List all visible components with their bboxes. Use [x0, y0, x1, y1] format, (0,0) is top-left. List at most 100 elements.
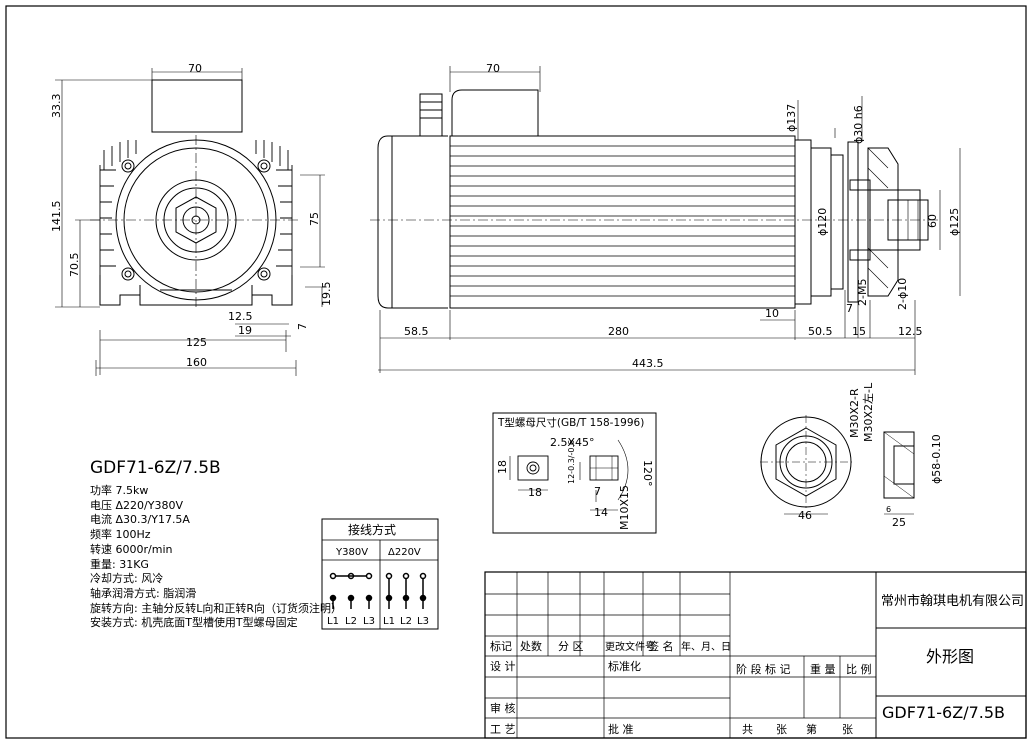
tb-zone: 分 区 — [558, 640, 584, 653]
nut-small: 6 — [886, 505, 891, 514]
spec-row: 安装方式: 机壳底面T型槽使用T型螺母固定 — [90, 616, 342, 631]
spindle-nut-view — [760, 415, 915, 515]
tb-process: 工 艺 — [490, 723, 516, 736]
tnut-title: T型螺母尺寸(GB/T 158-1996) — [497, 416, 644, 429]
dim-box-width: 70 — [486, 62, 500, 75]
spec-value: 6000r/min — [115, 542, 173, 556]
spec-value: 31KG — [119, 557, 149, 571]
tb-company: 常州市翰琪电机有限公司 — [881, 593, 1024, 609]
spec-row: 转速 6000r/min — [90, 543, 342, 558]
tb-approve: 批 准 — [608, 722, 634, 736]
tb-page: 第 — [806, 722, 817, 736]
spindle-nut-section — [867, 147, 899, 297]
tb-scale: 比 例 — [846, 662, 872, 676]
dim-top-height: 33.3 — [50, 94, 63, 119]
dim-slot-pitch: 19 — [238, 324, 252, 337]
spec-label: 冷却方式: — [90, 572, 138, 586]
tnut-thread: M10X15 — [618, 485, 631, 530]
tb-design: 设 计 — [490, 660, 516, 673]
spec-label: 旋转方向: — [90, 601, 138, 615]
tnut-angle: 120° — [641, 460, 654, 487]
tnut-w18: 18 — [528, 486, 542, 499]
spec-row: 重量: 31KG — [90, 558, 342, 573]
dim-shaft-len2: 12.5 — [898, 325, 923, 338]
wiring-terminal-6: L3 — [417, 616, 429, 627]
body-fin-lines — [450, 145, 795, 297]
dim-slot-depth: 7 — [296, 323, 309, 330]
tb-model: GDF71-6Z/7.5B — [882, 703, 1005, 722]
spec-label: 功率 — [90, 484, 112, 497]
nut-od: ϕ58-0.10 — [930, 434, 943, 484]
dim-small-7: 7 — [846, 302, 853, 315]
spec-value: Δ220/Y380V — [115, 498, 183, 512]
dim-overall-height: 141.5 — [50, 201, 63, 233]
wiring-d-label: Δ220V — [388, 547, 421, 558]
tnut-section: T型螺母尺寸(GB/T 158-1996) 2.5X45° 18 18 12-0… — [492, 412, 657, 534]
spec-value: 100Hz — [115, 528, 151, 542]
tb-mark: 标记 — [490, 639, 512, 653]
wiring-title: 接线方式 — [348, 522, 396, 537]
tb-review: 审 核 — [490, 701, 516, 715]
tb-date: 年、月、日 — [681, 640, 731, 653]
dim-foot-height: 19.5 — [320, 282, 333, 307]
dim-foot-span: 125 — [186, 336, 207, 349]
dim-inner: 60 — [926, 214, 939, 228]
nut-len: 25 — [892, 516, 906, 529]
tnut-tol: 12-0.3/-0.6 — [567, 440, 576, 484]
dim-overall-width: 160 — [186, 356, 207, 369]
dim-shaft-len1: 15 — [852, 325, 866, 338]
spec-row: 电流 Δ30.3/Y17.5A — [90, 513, 342, 528]
dim-center-height: 70.5 — [68, 253, 81, 278]
spec-value: 脂润滑 — [163, 586, 197, 600]
wiring-terminal-1: L1 — [327, 616, 339, 627]
tb-doc: 更改文件号 — [605, 640, 655, 653]
dim-slot-width: 12.5 — [228, 310, 253, 323]
spec-label: 转速 — [90, 542, 112, 556]
front-flange — [847, 141, 859, 303]
wiring-terminal-4: L1 — [383, 616, 395, 627]
tb-weight: 重 量 — [810, 662, 836, 676]
dim-gap: 10 — [765, 307, 779, 320]
terminal-box-front — [151, 79, 243, 133]
terminal-box-side — [451, 89, 539, 136]
spec-row: 冷却方式: 风冷 — [90, 572, 342, 587]
nut-thread-r: M30X2-R — [848, 388, 861, 438]
spec-row: 旋转方向: 主轴分反转L向和正转R向（订货须注明） — [90, 602, 342, 617]
dim-body-dia: ϕ137 — [785, 104, 798, 132]
dim-hole-spacing: 75 — [308, 212, 321, 226]
dim-spigot-dia: ϕ120 — [816, 208, 829, 236]
dim-total-len: 443.5 — [632, 357, 664, 370]
nut-thread-l: M30X2左-L — [862, 382, 875, 442]
spec-value: 机壳底面T型槽使用T型螺母固定 — [141, 616, 298, 630]
motor-body-side — [449, 135, 796, 309]
front-view — [55, 68, 327, 376]
tb-total: 共 — [742, 723, 753, 736]
dim-top-width: 70 — [188, 62, 202, 75]
side-view-dim-labels: 70 ϕ137 ϕ120 ϕ30 h6 ϕ125 60 2-M5 2-ϕ10 5… — [404, 62, 961, 370]
side-view — [370, 66, 961, 375]
spec-row: 电压 Δ220/Y380V — [90, 499, 342, 514]
wiring-diagram: 接线方式 Y380V Δ220V L1 L2 L3 L1 L2 L3 — [321, 518, 439, 630]
spindle-nut-labels: M30X2-R M30X2左-L 46 ϕ58-0.10 25 6 — [798, 382, 943, 529]
front-bearing-cap — [794, 139, 812, 305]
dim-rear-len: 58.5 — [404, 325, 429, 338]
dim-flange-len: 50.5 — [808, 325, 833, 338]
spec-value: 风冷 — [141, 572, 164, 586]
title-block-text: 标记 处数 分 区 更改文件号 签 名 年、月、日 设 计 标准化 阶 段 标 … — [490, 593, 1024, 736]
model-title: GDF71-6Z/7.5B — [90, 458, 221, 478]
cable-gland — [419, 93, 443, 137]
tb-sheets: 张 — [776, 723, 787, 736]
rear-cap — [377, 135, 448, 309]
spec-label: 轴承润滑方式: — [90, 586, 160, 600]
spec-label: 频率 — [90, 528, 112, 542]
tnut-d14: 14 — [594, 506, 608, 519]
spec-label: 电流 — [90, 513, 112, 527]
wiring-terminal-5: L2 — [400, 616, 412, 627]
tnut-h18: 18 — [496, 460, 509, 474]
tb-standard: 标准化 — [608, 659, 641, 673]
wiring-terminal-3: L3 — [363, 616, 375, 627]
spec-label: 安装方式: — [90, 616, 138, 630]
tnut-d7: 7 — [594, 485, 601, 498]
nut-width: 46 — [798, 509, 812, 522]
